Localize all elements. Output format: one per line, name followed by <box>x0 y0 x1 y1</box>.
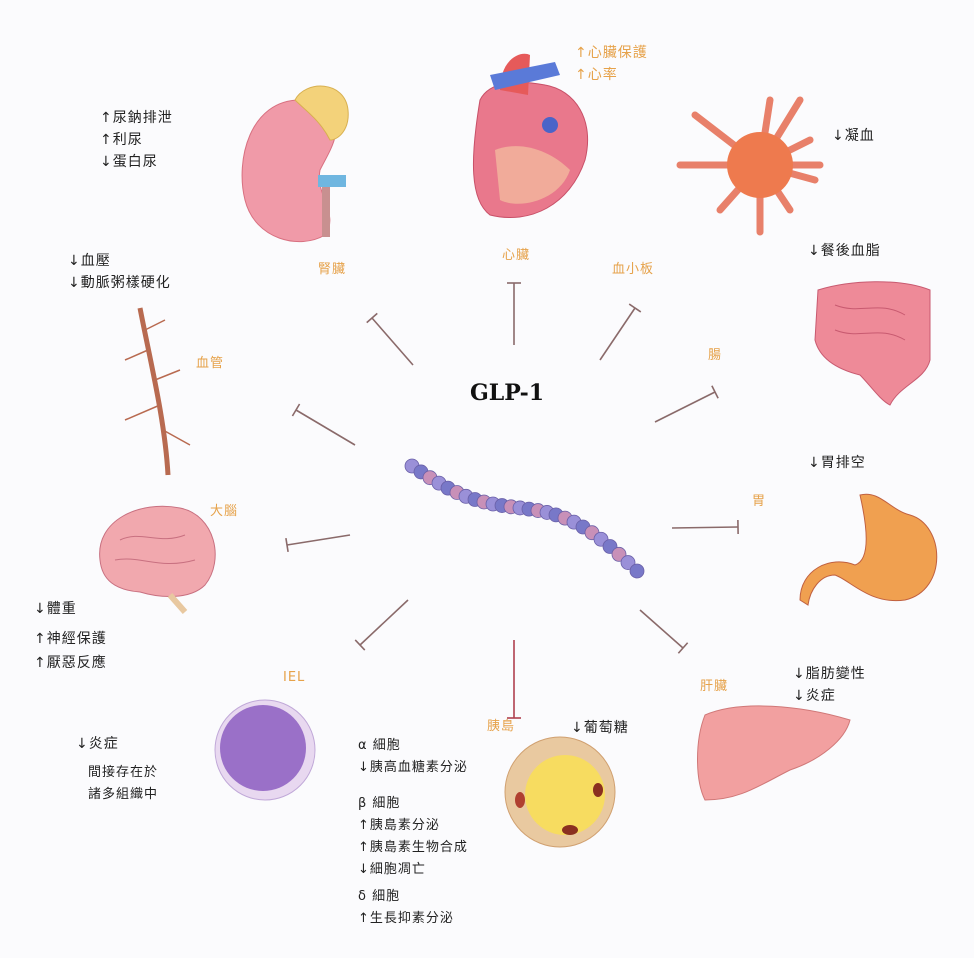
heart-effects: ↑心臟保護 ↑心率 <box>575 42 648 86</box>
arrow-to-liver <box>639 609 684 649</box>
islet-illustration <box>504 736 616 848</box>
iel-note-line: 諸多組織中 <box>88 787 159 802</box>
arrow-bar-vessel <box>291 403 301 417</box>
amino-acid-bead <box>629 563 645 579</box>
arrow-to-vessel <box>295 409 356 446</box>
liver-illustration <box>697 705 851 801</box>
brain-effect: ↑厭惡反應 <box>34 655 107 671</box>
arrow-bar-iel <box>354 639 366 651</box>
islet-alpha-cell: α 細胞 ↓胰高血糖素分泌 <box>358 735 468 779</box>
iel-cell-illustration <box>214 699 316 801</box>
alpha-cell-title: α 細胞 <box>358 738 401 753</box>
arrow-bar-platelet <box>628 303 642 313</box>
intestine-illustration <box>814 281 931 406</box>
brain-effects: ↑神經保護 ↑厭惡反應 <box>34 627 107 675</box>
beta-cell-title: β 細胞 <box>358 796 401 811</box>
kidney-effect: ↓蛋白尿 <box>100 154 158 170</box>
vessel-effect: ↓動脈粥樣硬化 <box>68 275 171 291</box>
brain-illustration <box>99 505 216 614</box>
kidney-effect: ↑尿鈉排泄 <box>100 110 173 126</box>
islet-delta-cell: δ 細胞 ↑生長抑素分泌 <box>358 886 454 930</box>
delta-cell-title: δ 細胞 <box>358 889 401 904</box>
beta-cell-effect: ↓細胞凋亡 <box>358 862 426 877</box>
iel-effect: ↓炎症 <box>76 736 119 752</box>
beta-cell-effect: ↑胰島素生物合成 <box>358 840 468 855</box>
arrow-to-gut <box>654 391 716 423</box>
arrow-to-platelet <box>599 307 636 361</box>
kidney-effects: ↑尿鈉排泄 ↑利尿 ↓蛋白尿 <box>100 107 173 173</box>
iel-note: 間接存在於 諸多組織中 <box>88 762 158 806</box>
delta-cell-effect: ↑生長抑素分泌 <box>358 911 454 926</box>
iel-label: IEL <box>283 670 306 685</box>
vessel-effect: ↓血壓 <box>68 253 111 269</box>
arrow-bar-liver <box>677 642 689 654</box>
platelet-effect: ↓凝血 <box>832 128 875 144</box>
kidney-label: 腎臟 <box>318 262 347 277</box>
stomach-label: 胃 <box>752 494 767 509</box>
arrow-bar-gut <box>711 385 719 399</box>
kidney-illustration <box>241 85 349 243</box>
islet-label: 胰島 <box>487 719 516 734</box>
beta-cell-effect: ↑胰島素分泌 <box>358 818 440 833</box>
stomach-effect: ↓胃排空 <box>808 455 866 471</box>
heart-illustration <box>472 53 589 219</box>
islet-glucose-effect: ↓葡萄糖 <box>571 720 629 736</box>
arrow-to-kidney <box>371 317 414 366</box>
gut-effect: ↓餐後血脂 <box>808 243 881 259</box>
platelet-label: 血小板 <box>612 262 655 277</box>
kidney-effect: ↑利尿 <box>100 132 143 148</box>
liver-label: 肝臟 <box>700 679 729 694</box>
glp1-title: GLP-1 <box>470 380 545 406</box>
arrow-to-stomach <box>671 526 739 529</box>
liver-effects: ↓脂肪變性 ↓炎症 <box>793 663 866 707</box>
gut-label: 腸 <box>708 348 723 363</box>
glp1-peptide-chain <box>404 458 645 579</box>
arrow-to-iel <box>359 599 409 646</box>
vessel-effects: ↓血壓 ↓動脈粥樣硬化 <box>68 250 171 294</box>
islet-beta-cell: β 細胞 ↑胰島素分泌 ↑胰島素生物合成 ↓細胞凋亡 <box>358 793 468 881</box>
heart-label: 心臟 <box>502 248 531 263</box>
brain-effect: ↓體重 <box>34 601 77 617</box>
heart-effect: ↑心臟保護 <box>575 45 648 61</box>
iel-note-line: 間接存在於 <box>88 765 159 780</box>
liver-effect: ↓脂肪變性 <box>793 666 866 682</box>
arrow-bar-kidney <box>366 312 378 324</box>
platelet-illustration <box>676 96 824 236</box>
brain-effect: ↑神經保護 <box>34 631 107 647</box>
alpha-cell-effect: ↓胰高血糖素分泌 <box>358 760 468 775</box>
liver-effect: ↓炎症 <box>793 688 836 704</box>
stomach-illustration <box>799 493 938 606</box>
arrow-to-brain <box>286 534 351 546</box>
arrow-bar-brain <box>285 537 289 553</box>
heart-effect: ↑心率 <box>575 67 618 83</box>
blood-vessel-illustration <box>124 307 191 476</box>
brain-label: 大腦 <box>210 504 239 519</box>
vessel-label: 血管 <box>196 356 225 371</box>
